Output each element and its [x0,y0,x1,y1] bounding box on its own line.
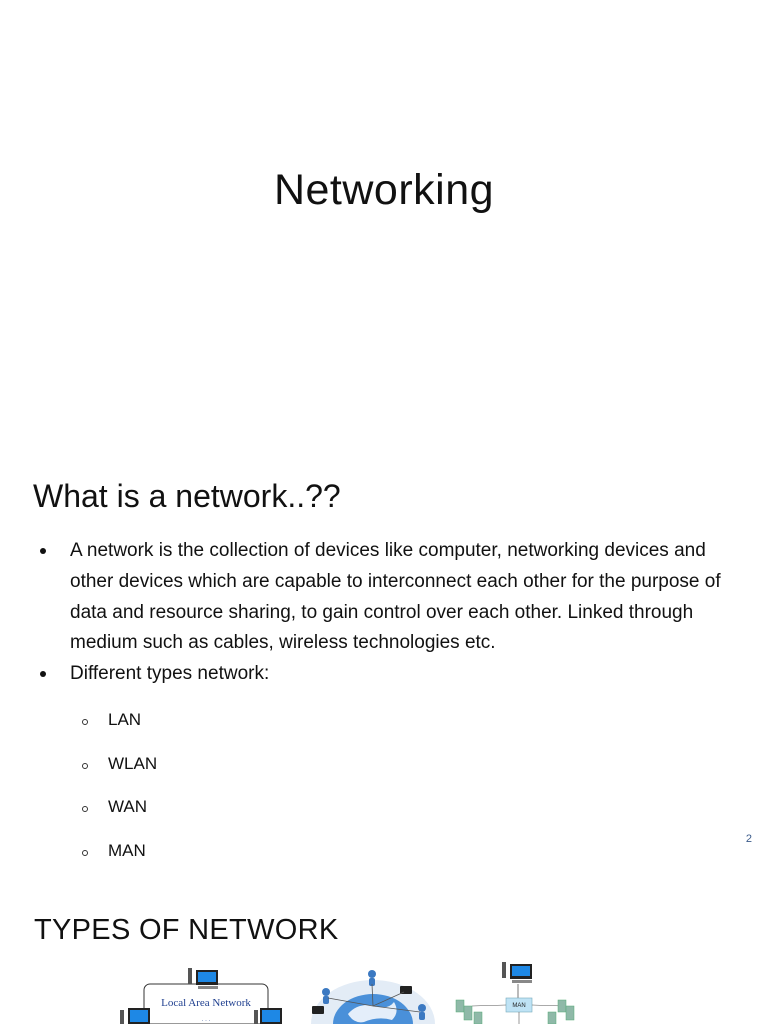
computer-icon [120,1008,150,1024]
sub-item-text: MAN [108,840,146,860]
network-types-list: LAN WLAN WAN MAN [82,708,157,882]
bullet-list: A network is the collection of devices l… [38,536,738,690]
slide-heading: What is a network..?? [33,478,341,514]
bullet-item: Different types network: [38,659,738,690]
laptop-icon [312,1006,324,1014]
computer-icon [502,962,532,983]
types-of-network-slide: TYPES OF NETWORK Local Area Network · · … [0,890,768,1024]
server-icon [547,999,575,1024]
sub-list-item: LAN [82,708,157,752]
sub-list-item: WLAN [82,752,157,796]
title-slide: Networking [0,0,768,440]
lan-sublabel-fragment: · · · [201,1018,210,1024]
hollow-bullet-icon [82,719,88,725]
man-label: MAN [512,1003,525,1009]
hollow-bullet-icon [82,762,88,769]
lan-diagram: Local Area Network · · · [120,968,282,1024]
bullet-text: A network is the collection of devices l… [70,540,721,654]
wan-globe-diagram [311,970,435,1024]
network-definition-slide: What is a network..?? A network is the c… [0,440,768,890]
sub-item-text: WAN [108,797,148,816]
man-diagram: MAN [455,962,575,1024]
laptop-icon [400,986,412,994]
continent-shape [348,1002,397,1023]
user-figure-icon [322,988,330,1004]
slide-title: Networking [273,166,495,214]
user-figure-icon [418,1004,426,1020]
user-figure-icon [368,970,376,986]
hollow-bullet-icon [82,806,88,812]
bullet-item: A network is the collection of devices l… [38,536,738,659]
lan-label: Local Area Network [161,997,251,1009]
page-number: 2 [745,833,752,845]
sub-item-text: LAN [108,710,142,729]
bullet-text: Different types network: [70,663,270,685]
slide-heading: TYPES OF NETWORK [34,914,339,946]
server-icon [455,999,483,1024]
hollow-bullet-icon [82,849,88,856]
sub-item-text: WLAN [108,753,158,773]
sub-list-item: MAN [82,839,157,883]
bullet-dot-icon [40,671,46,678]
bullet-dot-icon [40,548,46,554]
computer-icon [188,968,218,989]
connection-lines [327,983,421,1013]
sub-list-item: WAN [82,795,157,839]
computer-icon [254,1008,282,1024]
